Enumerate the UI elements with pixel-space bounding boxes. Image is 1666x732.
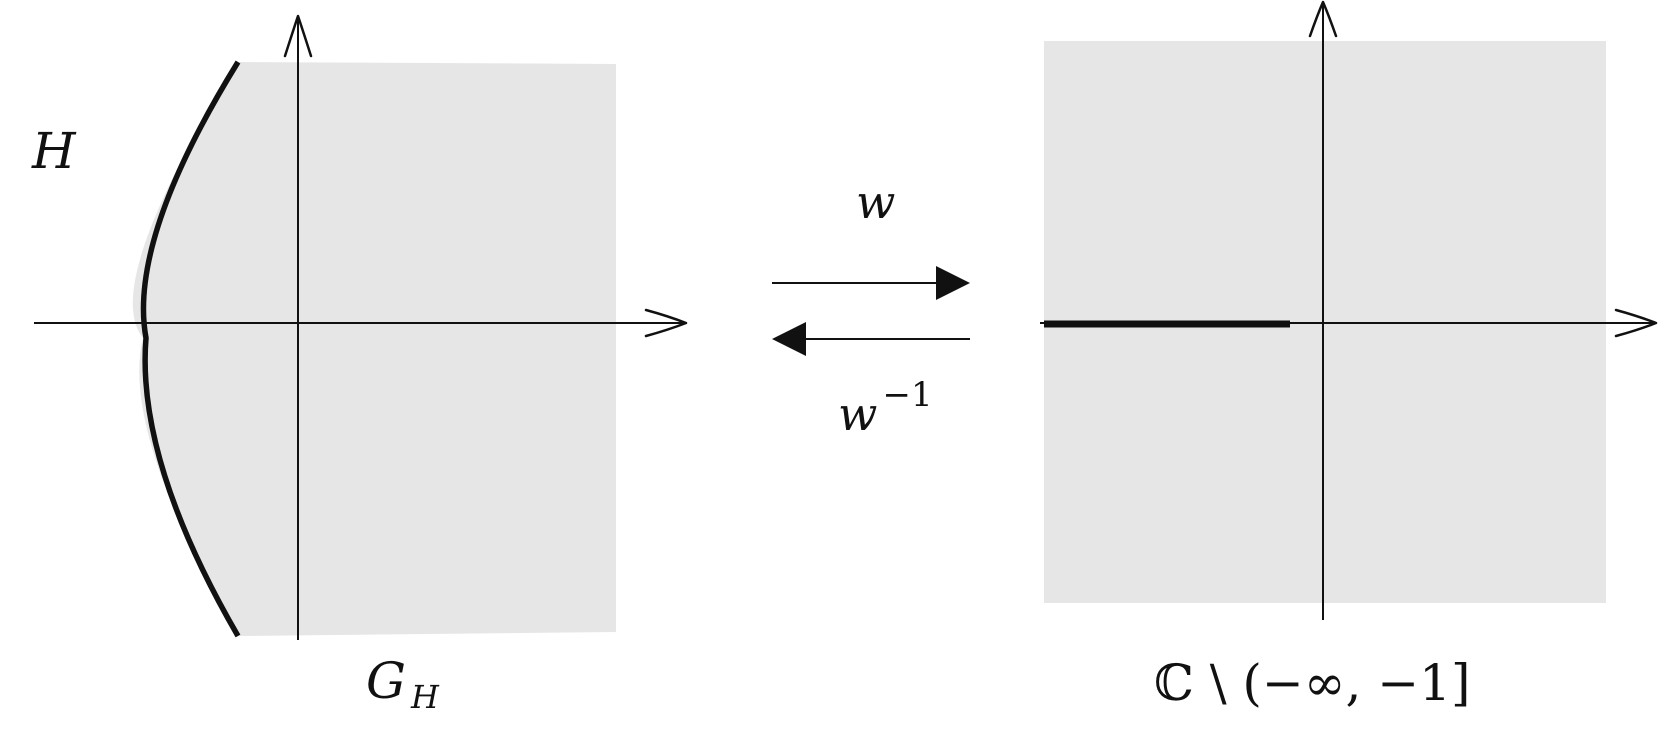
inverse-arrowhead [772,322,806,356]
map-arrows: w w −1 [772,175,970,441]
right-x-axis-arrowhead [1614,308,1658,338]
domain-label-g-main: G [366,652,406,710]
forward-map-label: w [856,175,895,229]
right-y-axis-arrowhead [1308,0,1338,38]
left-shaded-region [132,62,616,636]
region-label-h: H [31,122,77,180]
left-x-axis-arrowhead [644,308,688,338]
left-y-axis-arrowhead [283,14,313,58]
inverse-map-label-base: w [838,387,877,441]
forward-arrowhead [936,266,970,300]
domain-label-g-h: G H [366,652,440,716]
inverse-map-label: w −1 [838,375,933,441]
domain-label-g-subscript: H [410,678,440,716]
left-panel: H G H [31,14,688,716]
left-boundary-curve [140,60,241,638]
slit-plane-label: ℂ \ (−∞, −1] [1154,654,1470,712]
inverse-map-label-exponent: −1 [882,375,932,415]
right-panel: ℂ \ (−∞, −1] [1040,0,1658,712]
